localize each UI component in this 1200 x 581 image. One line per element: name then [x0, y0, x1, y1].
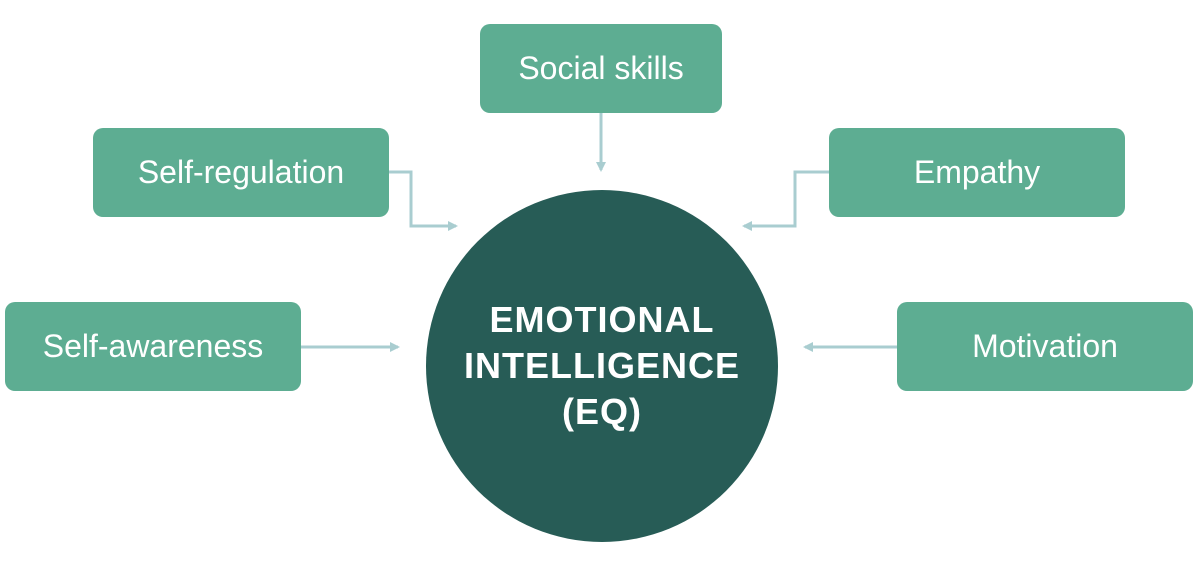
self-regulation-label: Self-regulation — [137, 154, 345, 190]
empathy-label: Empathy — [913, 154, 1041, 190]
arrow-self-regulation — [389, 170, 458, 231]
empathy-box: Empathy — [829, 128, 1125, 217]
center-line-3: (EQ) — [562, 391, 642, 432]
motivation-box: Motivation — [897, 302, 1193, 391]
self-awareness-label: Self-awareness — [42, 328, 264, 364]
center-line-2: INTELLIGENCE — [463, 345, 740, 386]
emotional-intelligence-circle: EMOTIONAL INTELLIGENCE (EQ) — [426, 190, 778, 542]
social-skills-label: Social skills — [518, 50, 684, 86]
self-regulation-box: Self-regulation — [93, 128, 389, 217]
center-line-1: EMOTIONAL — [489, 299, 715, 340]
self-awareness-box: Self-awareness — [5, 302, 301, 391]
social-skills-box: Social skills — [480, 24, 722, 113]
motivation-label: Motivation — [972, 328, 1118, 364]
arrow-empathy — [742, 170, 829, 231]
